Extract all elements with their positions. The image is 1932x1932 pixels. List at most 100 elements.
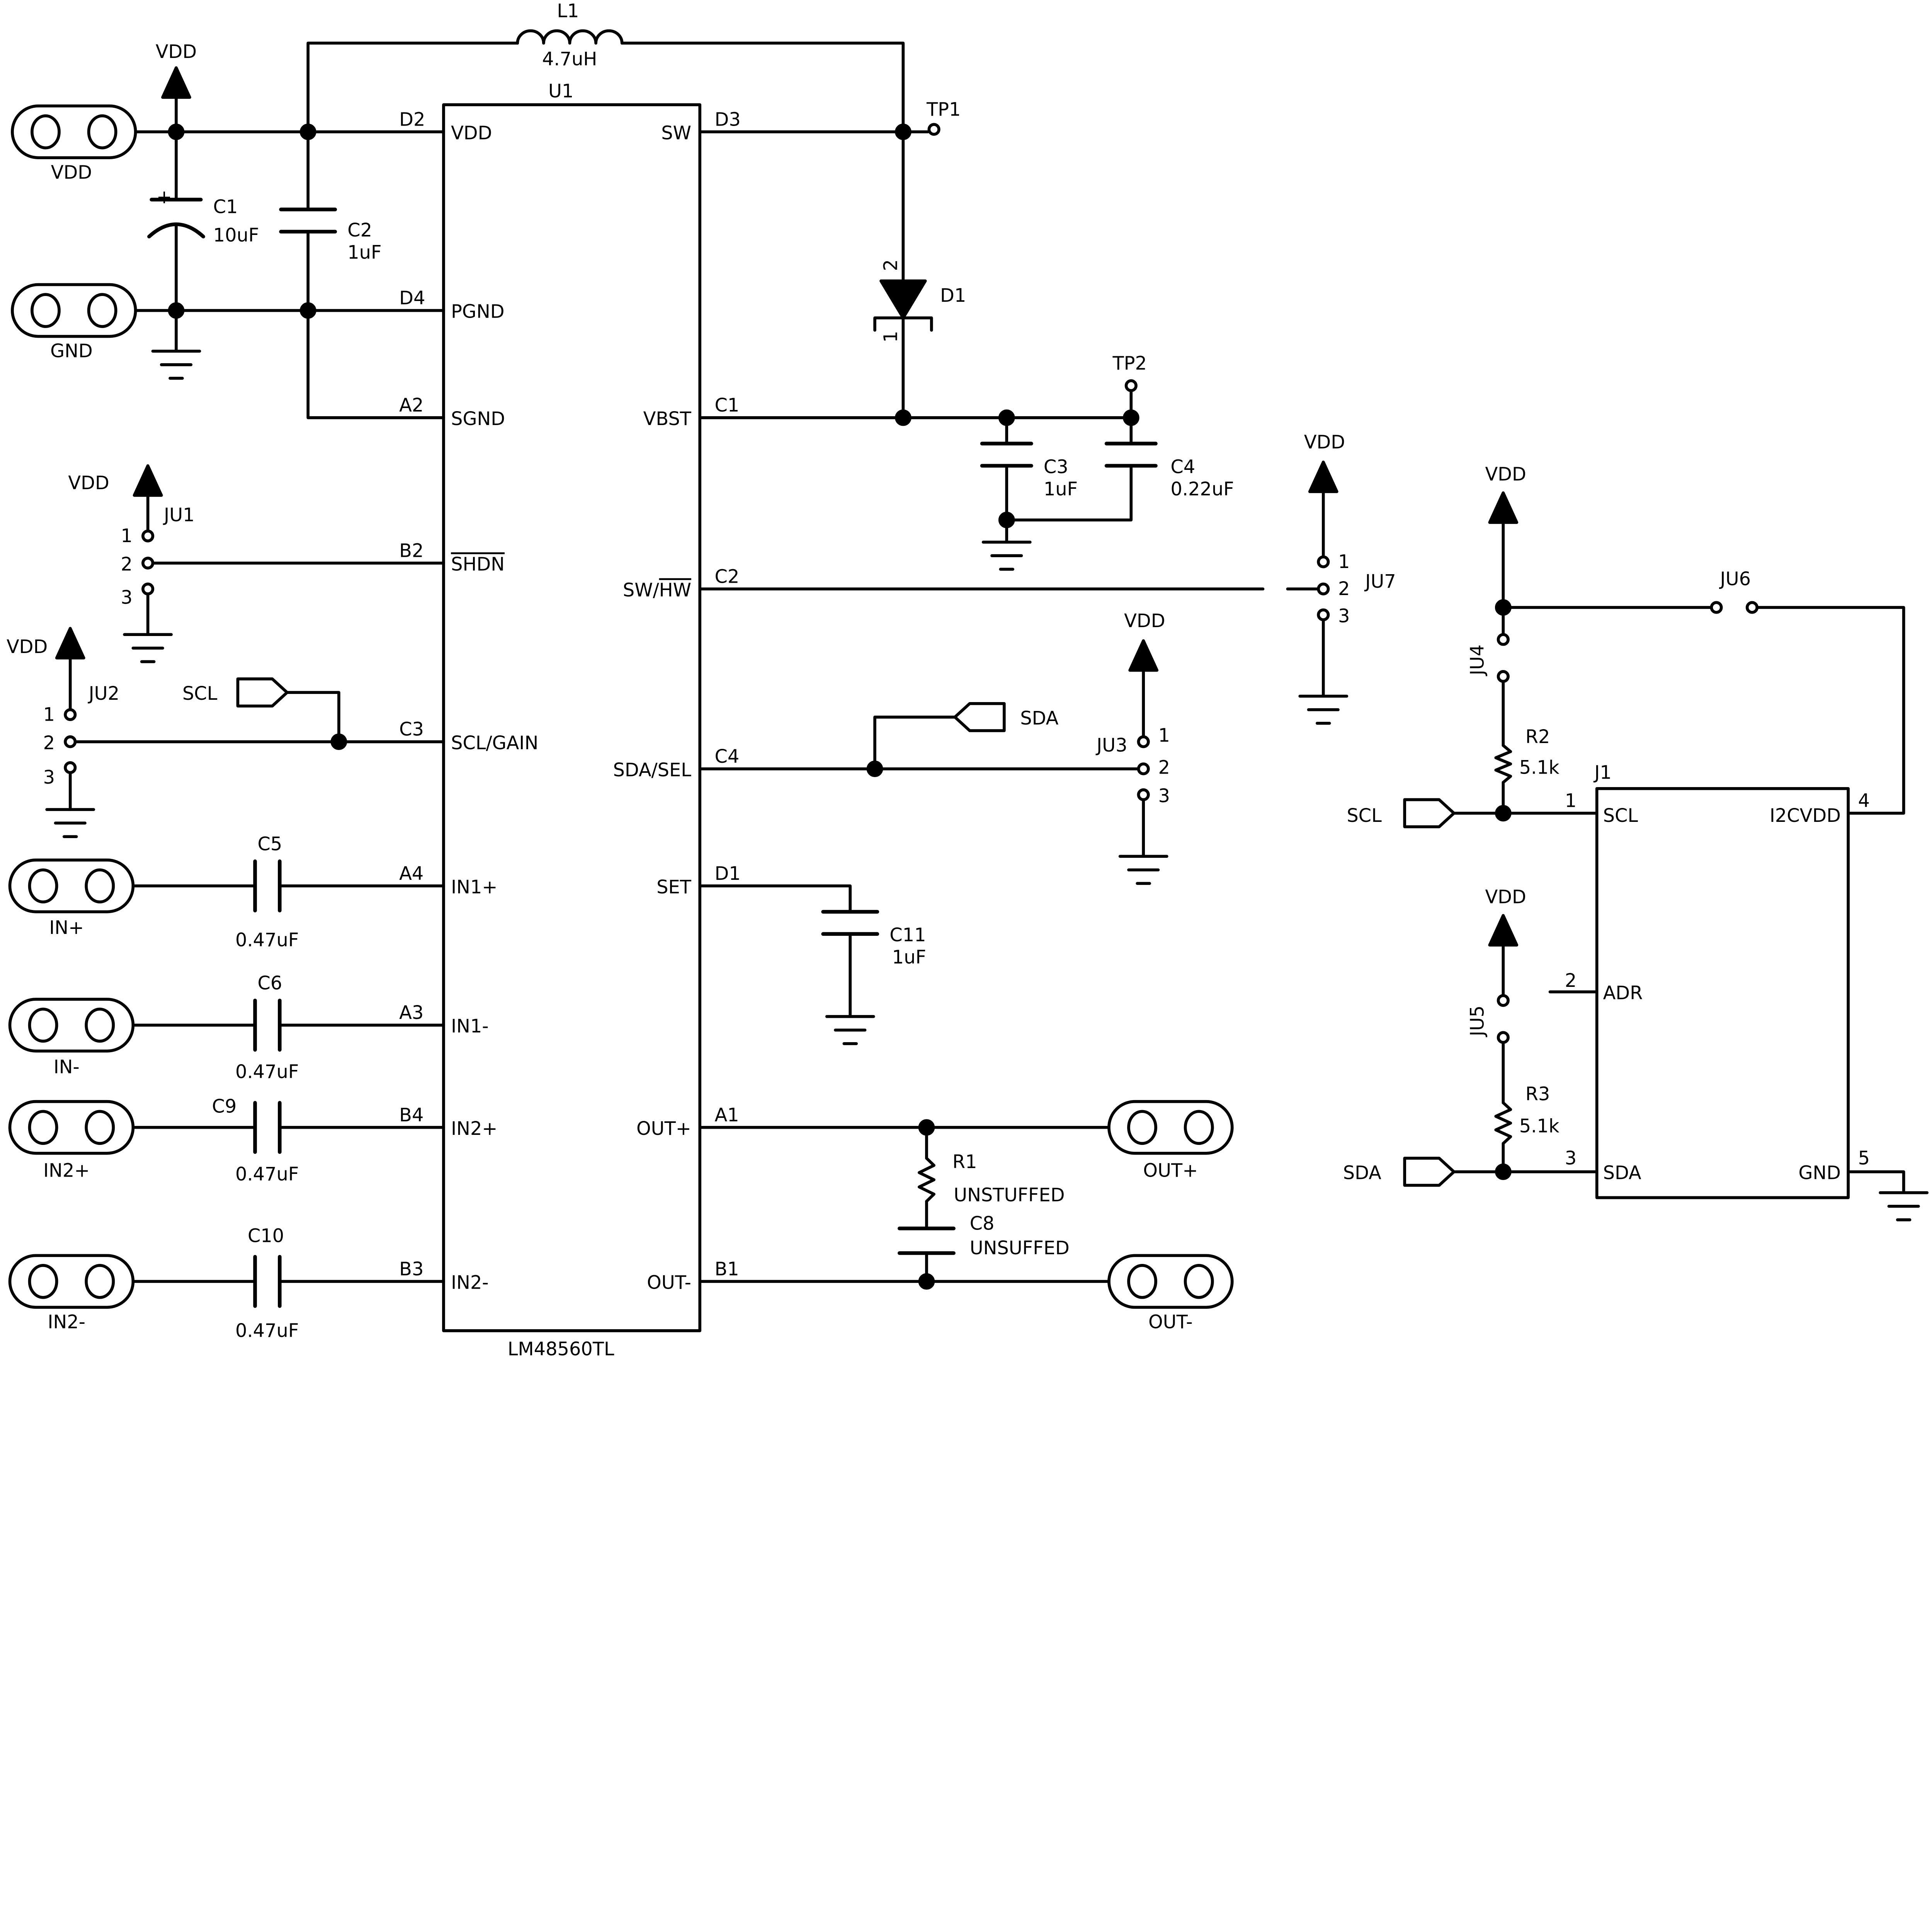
r1-value: UNSTUFFED (954, 1185, 1065, 1206)
capacitor (253, 1101, 282, 1154)
r3-ref: R3 (1526, 1084, 1550, 1105)
jumper-pin (1137, 735, 1150, 748)
r1-ref: R1 (952, 1151, 977, 1173)
j1-pin-name: I2CVDD (1770, 805, 1841, 827)
vdd-arrow-icon (133, 464, 163, 497)
pin-num: B1 (714, 1259, 739, 1280)
vdd-power-label: VDD (1124, 611, 1165, 632)
c3-value: 1uF (1044, 479, 1078, 500)
tp1-ref: TP1 (926, 99, 961, 121)
jumper-pin (141, 529, 155, 543)
vdd-power-label: VDD (1304, 432, 1345, 453)
capacitor (253, 998, 282, 1052)
c9-ref: C9 (212, 1096, 236, 1117)
resistor (1494, 1101, 1512, 1145)
c6-ref: C6 (257, 973, 282, 994)
pin-name: SGND (451, 408, 505, 430)
net-label-scl: SCL (1347, 805, 1382, 827)
test-point-tp1 (927, 123, 940, 136)
pin-num: D1 (714, 863, 740, 884)
capacitor (253, 1255, 282, 1308)
pin-name: IN2- (451, 1272, 489, 1293)
c1-polarity: + (156, 187, 172, 208)
wire (306, 230, 445, 419)
ju2-pin: 2 (43, 733, 55, 754)
ju7-pin: 1 (1338, 551, 1350, 573)
net-label-flag (1403, 798, 1456, 828)
pin-num: C4 (714, 746, 739, 767)
connector-hole (1127, 1110, 1157, 1145)
ground-icon (151, 349, 201, 380)
ju1-pin: 3 (121, 587, 132, 608)
d1-ref: D1 (940, 285, 966, 306)
pin-num: C2 (714, 566, 739, 587)
net-label-flag (236, 677, 289, 707)
connector-hole (28, 868, 58, 904)
net-label-sda: SDA (1343, 1163, 1381, 1184)
connector-labels: VDD GND IN+ IN- IN2+ IN2- OUT+ OUT- (43, 162, 1198, 1333)
d1-pin-anode: 2 (880, 259, 901, 271)
ju6-ref: JU6 (1719, 569, 1751, 590)
u1-ref: U1 (548, 81, 573, 102)
ju4-ref: JU4 (1467, 645, 1488, 677)
ground-icon (123, 633, 173, 663)
pin-name: PGND (451, 301, 505, 323)
net-labels: SCL SDA SCL SDA (182, 683, 1382, 1184)
vdd-arrow-icon (1488, 491, 1519, 524)
ju3-pin: 1 (1158, 725, 1170, 747)
capacitor (898, 1226, 956, 1255)
pin-name: IN1+ (451, 877, 497, 898)
ju7-pin: 2 (1338, 578, 1350, 600)
connector-hole (85, 1110, 115, 1145)
pin-name: IN2+ (451, 1118, 497, 1139)
vdd-power-label: VDD (1485, 886, 1526, 908)
c1-ref: C1 (213, 197, 238, 218)
capacitor (279, 207, 337, 234)
c10-ref: C10 (248, 1225, 284, 1247)
connector-label-in1p: IN+ (49, 917, 84, 939)
c11-ref: C11 (889, 925, 926, 946)
capacitor (1104, 442, 1158, 468)
pin-name: VDD (451, 122, 492, 144)
ju5-ref: JU5 (1467, 1005, 1488, 1037)
pin-name: SET (656, 877, 692, 898)
pin-name: OUT+ (636, 1118, 691, 1139)
junction-dot (1495, 1163, 1512, 1180)
j1-pin-num: 5 (1858, 1148, 1870, 1169)
r3-value: 5.1k (1519, 1116, 1560, 1137)
vdd-arrow-icon (1128, 639, 1159, 672)
jumper-pin (1317, 555, 1330, 568)
pin-name: SW (661, 122, 691, 144)
u1-body (442, 103, 702, 1332)
c1-value: 10uF (213, 225, 259, 246)
ground-icon (45, 808, 95, 838)
vdd-power-label: VDD (156, 41, 197, 63)
pin-name-main: SW/ (623, 580, 660, 601)
pin-name: SDA/SEL (613, 760, 691, 781)
j1-pin-name: ADR (1603, 983, 1643, 1004)
capacitor (980, 442, 1033, 468)
c8-value: UNSUFFED (970, 1238, 1070, 1259)
pin-num: C1 (714, 395, 739, 416)
c2-value: 1uF (347, 242, 381, 264)
wire (1755, 606, 1905, 815)
ground-icon (981, 541, 1032, 571)
c5-value: 0.47uF (235, 930, 299, 951)
wire (698, 884, 852, 913)
c2-ref: C2 (347, 220, 372, 241)
pin-name-bar: HW (659, 580, 691, 601)
c11-value: 1uF (892, 947, 926, 968)
ju2-ref: JU2 (88, 683, 120, 704)
connector-label-in2p: IN2+ (43, 1160, 90, 1181)
c3-ref: C3 (1044, 456, 1068, 478)
junction-dot (895, 409, 912, 426)
resistor (1494, 744, 1512, 784)
net-label-sda: SDA (1020, 708, 1058, 729)
net-label-flag (1403, 1156, 1456, 1187)
ju3-pin: 2 (1158, 757, 1170, 779)
c4-value: 0.22uF (1170, 479, 1234, 500)
tp2-ref: TP2 (1112, 353, 1147, 374)
ground-icon (1118, 855, 1168, 885)
capacitor (253, 859, 282, 913)
pin-num: D2 (399, 109, 425, 130)
